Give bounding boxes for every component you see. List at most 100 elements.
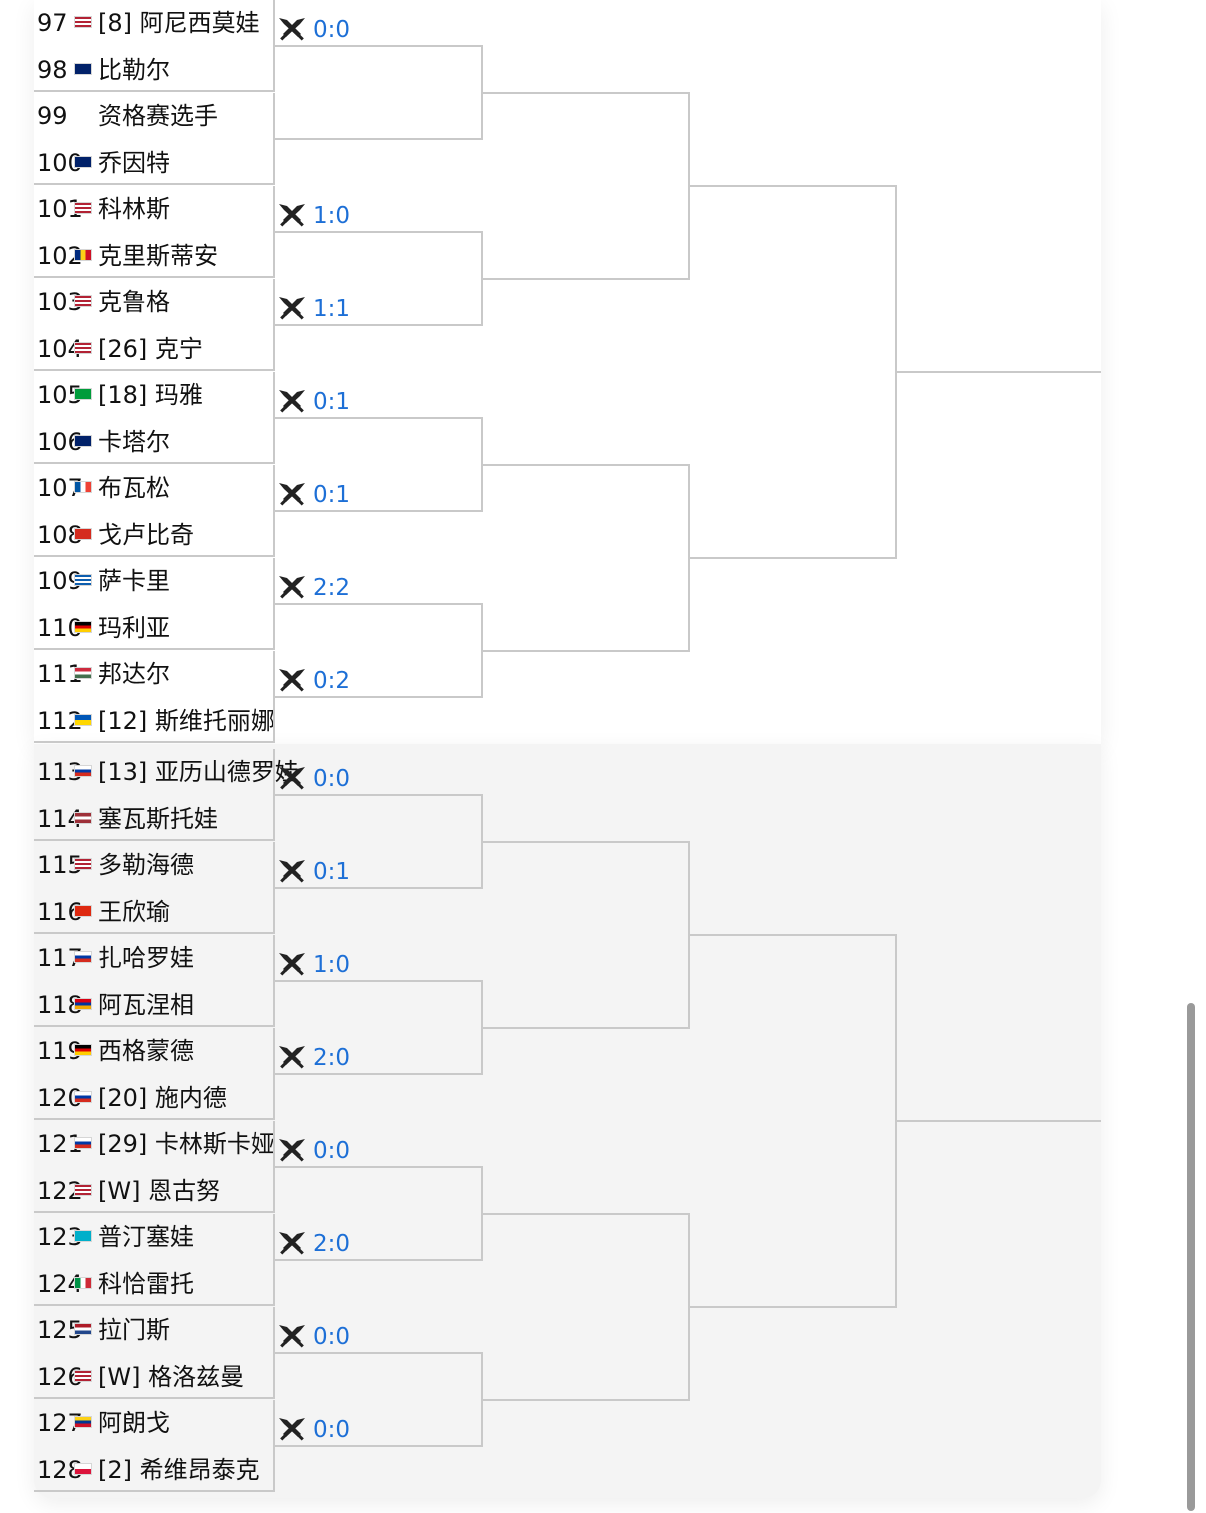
country-flag-icon [74,1183,92,1196]
head-to-head-button[interactable]: 0:0 [277,1134,350,1168]
player-name: 扎哈罗娃 [98,944,194,972]
head-to-head-button[interactable]: 1:0 [277,948,350,982]
player-entry[interactable]: 120[20] 施内德 [34,1075,273,1121]
scrollbar[interactable] [1187,1003,1195,1511]
player-name: 多勒海德 [98,851,194,879]
player-entry[interactable]: 99 资格赛选手 [34,93,273,139]
player-entry[interactable]: 97[8] 阿尼西莫娃 [34,0,273,46]
country-flag-icon [74,388,92,400]
bracket-line [273,1445,481,1447]
country-flag-icon [74,62,92,75]
country-flag-icon [74,574,92,586]
player-name: 西格蒙德 [98,1037,194,1065]
bracket-line [273,1166,481,1168]
head-to-head-button[interactable]: 0:0 [277,1413,350,1447]
head-to-head-score: 2:0 [313,1045,351,1071]
player-entry[interactable]: 122[W] 恩古努 [34,1168,273,1214]
draw-position: 99 [37,102,68,130]
player-entry[interactable]: 126[W] 格洛兹曼 [34,1354,273,1400]
head-to-head-button[interactable]: 2:0 [277,1041,350,1075]
bracket-line [273,1073,481,1075]
country-flag-icon [74,904,92,917]
head-to-head-button[interactable]: 0:1 [277,385,350,419]
player-entry[interactable]: 112[12] 斯维托丽娜 [34,698,275,744]
bracket-line [273,138,481,140]
player-divider [34,1025,275,1027]
player-divider [34,741,275,743]
player-name: 普汀塞娃 [98,1223,194,1251]
country-flag-icon [74,295,92,307]
player-entry[interactable]: 128[2] 希维昂泰克 [34,1447,273,1493]
player-entry[interactable]: 105[18] 玛雅 [34,372,273,418]
player-name: 阿瓦涅相 [98,990,194,1019]
player-entry[interactable]: 121[29] 卡林斯卡娅 [34,1121,275,1167]
head-to-head-button[interactable]: 0:0 [277,762,350,796]
head-to-head-button[interactable]: 0:2 [277,664,350,698]
player-name: 资格赛选手 [98,102,218,130]
crossed-swords-icon [277,1416,307,1444]
player-name: 卡塔尔 [98,427,170,456]
player-name: 克鲁格 [98,288,170,316]
crossed-swords-icon [277,1230,307,1258]
head-to-head-button[interactable]: 1:0 [277,199,350,233]
country-flag-icon [74,667,92,679]
player-divider [34,276,275,278]
player-divider [34,90,275,92]
country-flag-icon [74,1462,92,1475]
head-to-head-button[interactable]: 0:0 [277,13,350,47]
head-to-head-button[interactable]: 0:1 [277,478,350,512]
bracket-line [273,45,481,47]
crossed-swords-icon [277,202,307,230]
bracket-line [688,184,895,187]
head-to-head-button[interactable]: 2:0 [277,1227,350,1261]
player-entry[interactable]: 104[26] 克宁 [34,326,273,372]
crossed-swords-icon [277,1323,307,1351]
player-name: 玛利亚 [98,613,170,642]
player-name: 王欣瑜 [98,897,170,926]
bracket-line [895,1119,1101,1122]
bracket-line [481,649,688,652]
bracket-line [273,887,481,889]
player-name: [26] 克宁 [98,334,203,363]
draw-position: 97 [37,9,68,37]
head-to-head-score: 0:0 [313,17,351,43]
country-flag-icon [74,434,92,447]
head-to-head-button[interactable]: 2:2 [277,571,350,605]
head-to-head-button[interactable]: 0:1 [277,855,350,889]
crossed-swords-icon [277,295,307,323]
head-to-head-button[interactable]: 1:1 [277,292,350,326]
head-to-head-score: 0:1 [313,389,351,415]
head-to-head-score: 0:0 [313,766,351,792]
bracket-line [481,91,688,94]
country-flag-icon [74,620,92,633]
country-flag-icon [74,1137,92,1149]
head-to-head-button[interactable]: 0:0 [277,1320,350,1354]
bracket-line [895,370,1101,373]
player-entry[interactable]: 113[13] 亚历山德罗娃 [34,749,299,795]
country-flag-icon [74,341,92,354]
bracket-line [481,1212,688,1215]
player-name: [29] 卡林斯卡娅 [98,1130,275,1158]
player-divider [34,369,275,371]
